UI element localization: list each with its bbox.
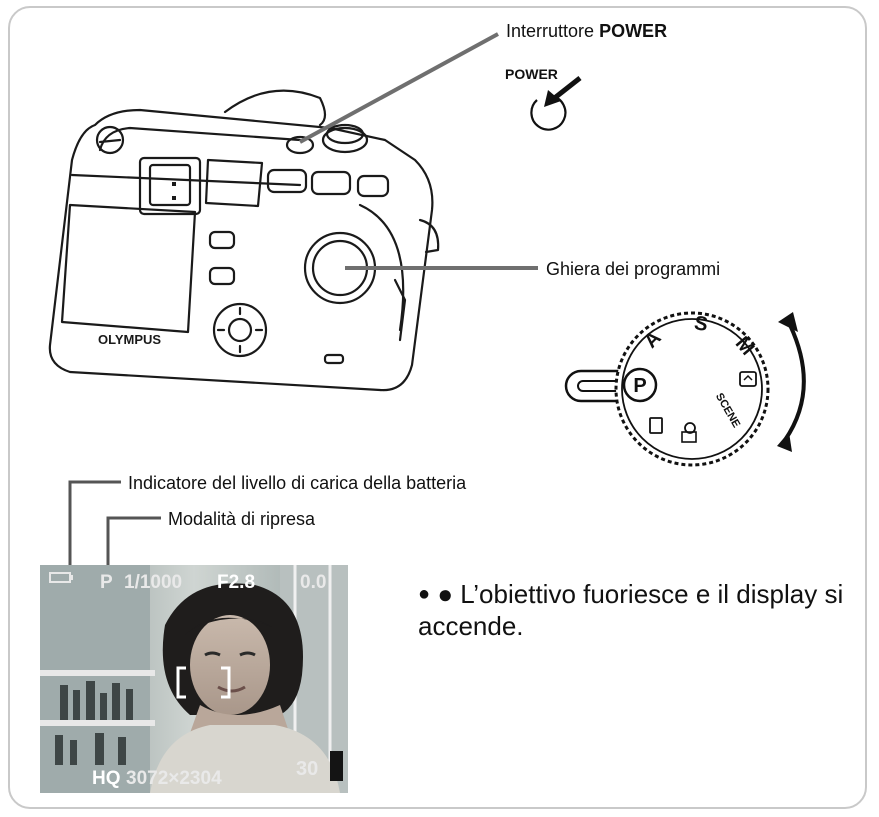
lcd-memory-gauge (330, 751, 343, 781)
lcd-exposure-comp: 0.0 (300, 573, 326, 592)
lcd-resolution: 3072×2304 (126, 769, 222, 788)
flash-button (358, 176, 388, 196)
mode-dial-label: Ghiera dei programmi (546, 260, 720, 278)
lcd-shutter: 1/1000 (124, 573, 182, 592)
rear-lcd (62, 205, 195, 332)
mode-dial-large: P A S M SCENE (566, 312, 804, 465)
power-icon: POWER (505, 66, 580, 130)
svg-text:P: P (633, 375, 646, 397)
menu-button (268, 170, 306, 192)
note-bullet: ● (418, 583, 430, 605)
lcd-aperture: F2.8 (217, 573, 255, 592)
lcd-quality: HQ (92, 769, 121, 788)
lens-extends-note: ● ● L’obiettivo fuoriesce e il display s… (418, 578, 868, 642)
power-switch-label: Interruttore POWER (506, 22, 667, 40)
power-leader-line (300, 34, 498, 142)
quick-button (312, 172, 350, 194)
note-text: ● L’obiettivo fuoriesce e il display si … (418, 579, 843, 641)
battery-leader-line (70, 482, 121, 575)
lcd-display: P 1/1000 F2.8 0.0 HQ 3072×2304 30 (40, 565, 348, 793)
lcd-mode: P (100, 573, 113, 592)
shooting-mode-label: Modalità di ripresa (168, 510, 315, 528)
lcd-frames-remaining: 30 (296, 759, 318, 779)
svg-text:POWER: POWER (505, 66, 558, 82)
rotation-arrow (785, 325, 804, 440)
battery-indicator-label: Indicatore del livello di carica della b… (128, 474, 466, 492)
camera-brand-text: OLYMPUS (98, 332, 161, 347)
